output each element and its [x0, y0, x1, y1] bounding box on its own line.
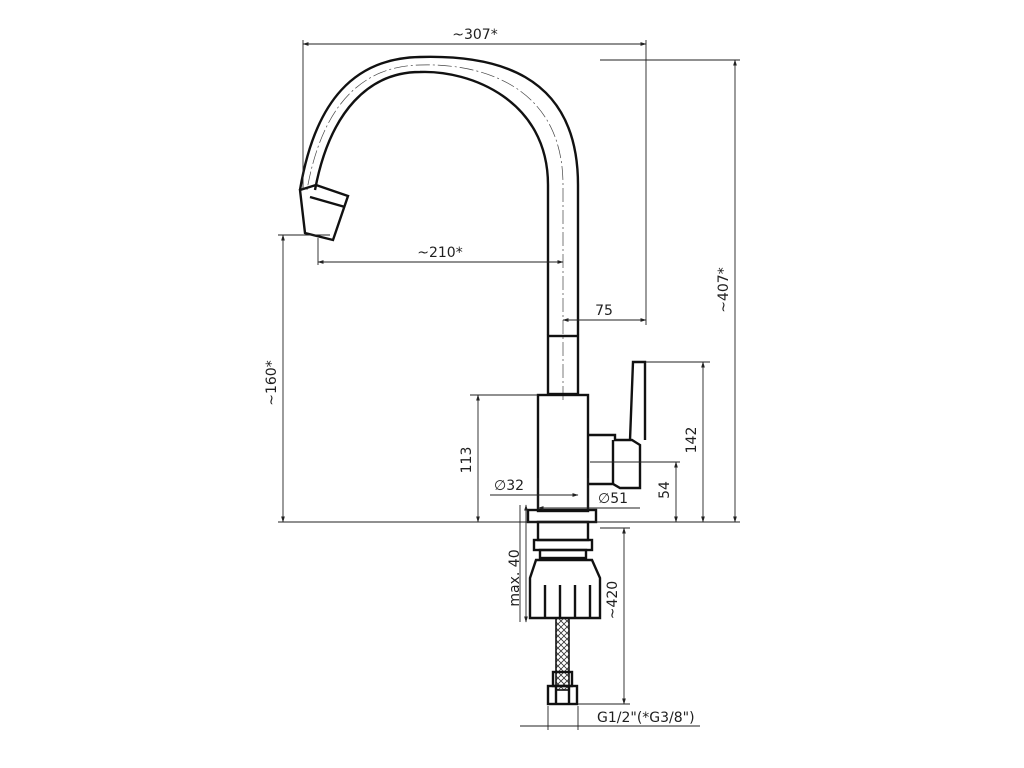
label-spout-height: ~160* [264, 360, 280, 405]
label-handle-height: 142 [684, 427, 700, 454]
ribbed-mounting-nut [528, 558, 602, 620]
hex-nut [546, 684, 579, 706]
label-connection-thread: G1/2"(*G3/8") [597, 710, 695, 726]
braided-hose [555, 617, 570, 691]
fixing-nut [532, 538, 594, 552]
handle-lever [628, 360, 647, 441]
spout-tube [313, 70, 550, 335]
mounting-shank [536, 520, 590, 542]
faucet-outline [298, 55, 647, 706]
label-spout-reach: ~210* [417, 245, 462, 261]
spout-tube-inner [298, 55, 580, 335]
label-base-diameter: ∅51 [598, 491, 628, 507]
label-body-height: 113 [459, 447, 475, 474]
label-hose-length: ~420 [605, 581, 621, 619]
dimension-labels: ~307* ~210* 75 ~407* ~160* 113 142 54 ∅3… [264, 27, 732, 726]
handle-block [588, 433, 642, 490]
diameter-symbol-51: ∅ [598, 491, 610, 507]
diameter-symbol-32: ∅ [494, 478, 506, 494]
aerator-nozzle [298, 183, 350, 242]
label-overall-height: ~407* [716, 267, 732, 312]
label-max-countertop: max. 40 [507, 549, 523, 606]
label-handle-offset: 75 [595, 303, 613, 319]
label-spout-diameter: ∅32 [494, 478, 524, 494]
dimension-lines [281, 42, 737, 727]
faucet-body [536, 393, 590, 513]
extension-lines [278, 40, 740, 730]
value-32: 32 [506, 478, 524, 494]
spout-centerline [306, 64, 564, 400]
label-handle-axis-height: 54 [657, 481, 673, 499]
label-overall-width: ~307* [452, 27, 497, 43]
value-51: 51 [610, 491, 628, 507]
